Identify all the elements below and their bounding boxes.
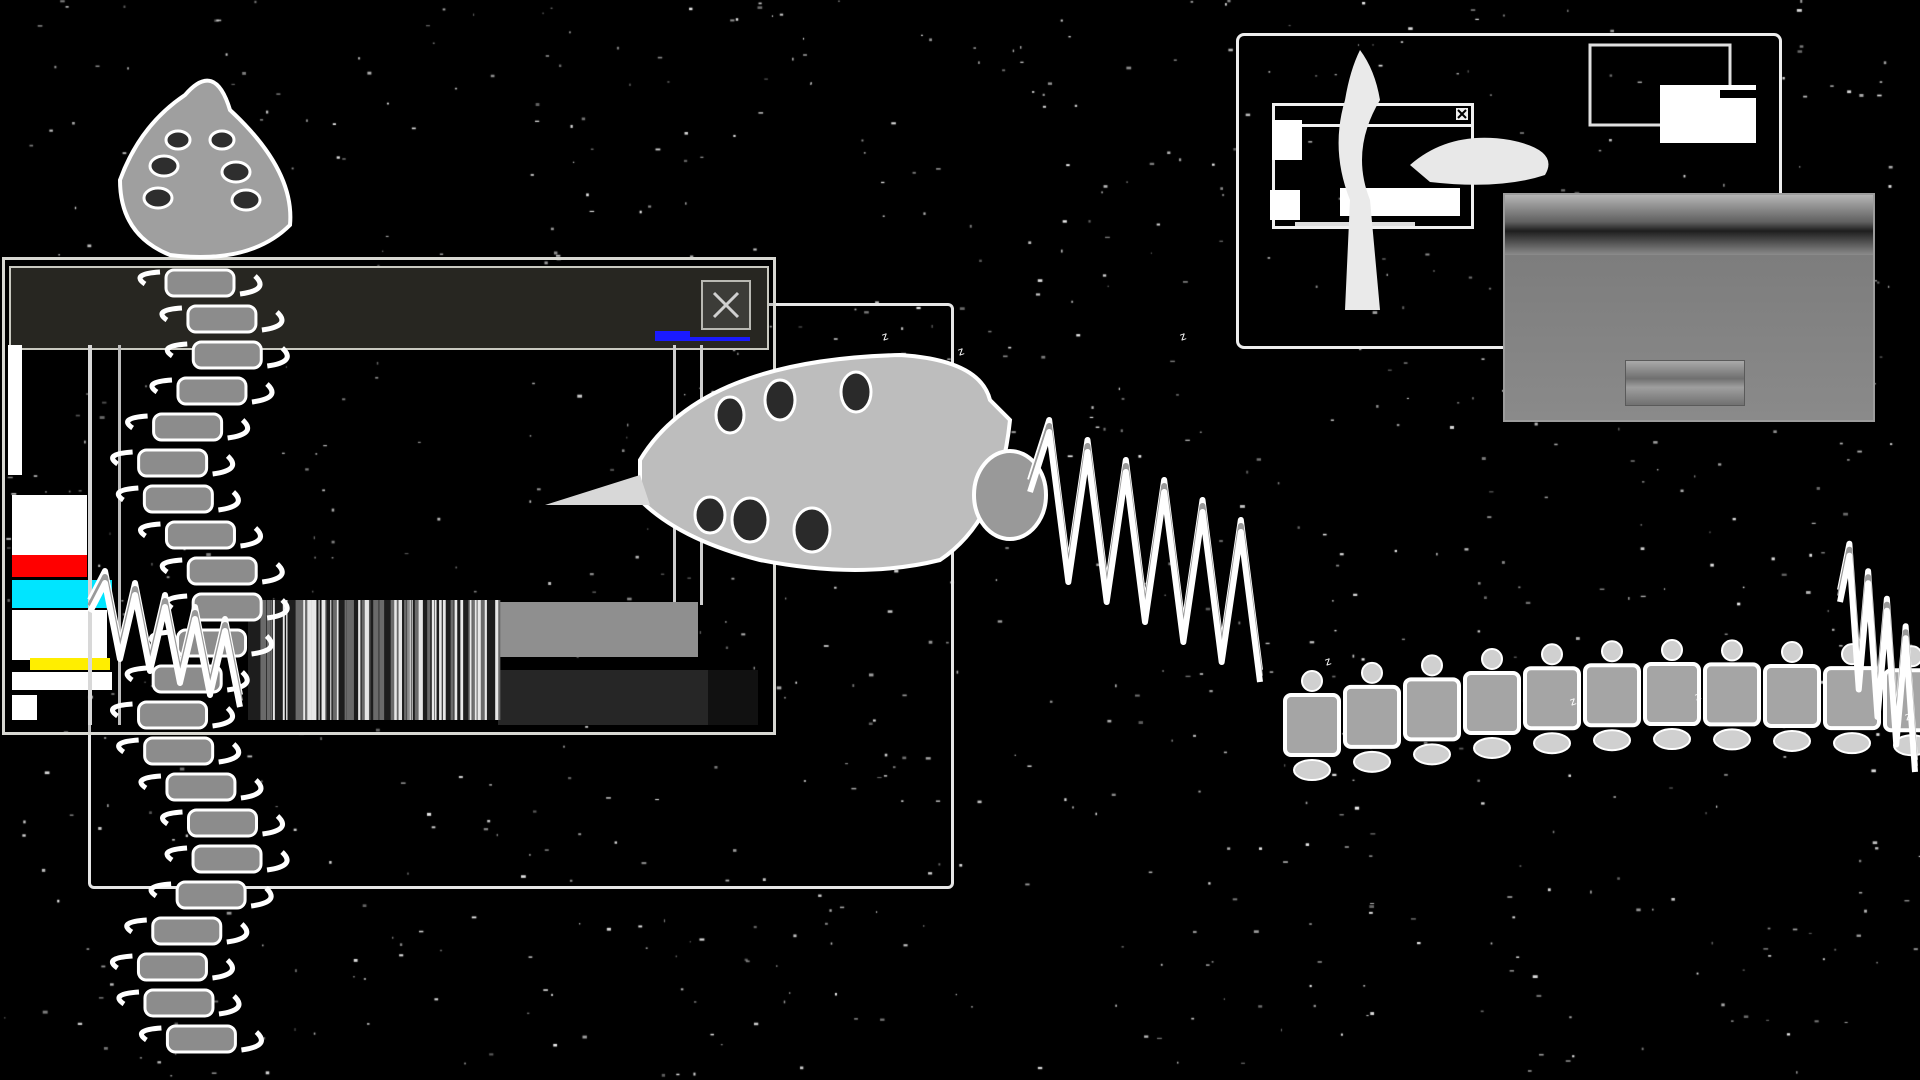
vertebra	[176, 376, 248, 406]
vertebra	[186, 556, 258, 586]
close-icon	[712, 291, 740, 319]
vertebra	[1703, 662, 1761, 727]
glitch-wave	[1027, 429, 1263, 683]
vertebra	[1403, 677, 1461, 742]
vertebra	[1523, 666, 1581, 731]
glitch-wave-left	[87, 568, 243, 708]
vertebra	[151, 916, 223, 946]
vertebra	[191, 844, 263, 874]
vertebra	[186, 304, 258, 334]
vertebra	[143, 988, 215, 1018]
mini-close-button[interactable]	[1456, 108, 1468, 120]
vertebra	[164, 520, 236, 550]
mini-title-bar[interactable]	[1275, 106, 1471, 127]
top-right-spine-fragment	[1338, 50, 1380, 310]
glitch-wave-right	[1837, 540, 1918, 773]
dialog-title-bar[interactable]	[9, 266, 769, 350]
glitch-wave	[87, 580, 243, 708]
glitch-wave	[1837, 552, 1918, 773]
right-spine-column	[1283, 639, 1920, 781]
vertebra	[152, 412, 224, 442]
vertebra	[1283, 693, 1341, 757]
vertebra	[136, 952, 208, 982]
vertebra	[137, 448, 209, 478]
vertebra-disc	[972, 449, 1048, 541]
vertebra	[164, 268, 236, 298]
vertebra	[165, 1024, 237, 1054]
grey-glitched-window	[1503, 193, 1875, 422]
vertebra	[1583, 663, 1641, 728]
close-button[interactable]	[701, 280, 751, 330]
blue-glitch-bar	[655, 331, 690, 341]
vertebra	[187, 808, 259, 838]
vertebra	[1463, 670, 1521, 735]
grey-glitch-block	[498, 602, 698, 657]
vertebra	[1763, 663, 1821, 728]
grey-glitched-button[interactable]	[1625, 360, 1745, 406]
vertebra	[137, 700, 209, 730]
grey-title-bar[interactable]	[1505, 195, 1873, 255]
vertebra	[143, 736, 215, 766]
top-sacrum-bone	[117, 78, 293, 259]
vertebra	[1343, 684, 1401, 749]
vertebra	[175, 880, 247, 910]
red-glitch-bar	[12, 555, 87, 577]
glitch-wave-middle	[1027, 417, 1263, 683]
vertebra	[142, 484, 214, 514]
vertebra	[191, 340, 263, 370]
vertebra	[1643, 662, 1701, 727]
close-icon	[1457, 109, 1467, 119]
vertebra	[165, 772, 237, 802]
